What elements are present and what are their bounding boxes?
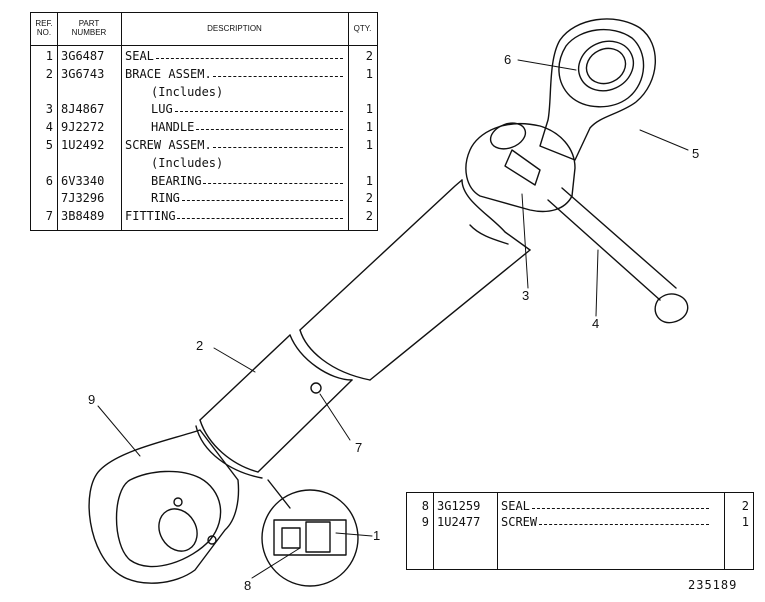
callout-6: 6: [504, 52, 512, 67]
figure-number: 235189: [688, 578, 738, 592]
row-qty: 1: [365, 66, 373, 81]
row-leader: [213, 147, 343, 148]
row-leader: [174, 111, 343, 113]
callout-3: 3: [522, 288, 530, 303]
row-ref-no: 4: [45, 120, 53, 135]
callout-4: 4: [592, 316, 600, 331]
row-leader: [155, 58, 343, 59]
row-description: SEAL: [125, 49, 154, 63]
row-qty: 2: [365, 191, 373, 206]
row-description: LUG: [151, 102, 173, 117]
row-description: (Includes): [151, 155, 224, 170]
row-description: SEAL: [501, 499, 530, 513]
row-part-number: 9J2272: [61, 120, 105, 135]
row-ref-no: 7: [45, 209, 53, 224]
row-part-number: 3B8489: [61, 209, 105, 224]
row-leader: [177, 218, 343, 220]
screw-rod-end-lower: [88, 429, 240, 584]
row-qty: 2: [365, 209, 373, 224]
row-qty: 1: [365, 173, 373, 188]
row-part-number: 3G1259: [437, 499, 481, 513]
row-leader: [539, 524, 709, 525]
row-ref-no: 9: [421, 515, 429, 529]
callout-5: 5: [692, 146, 700, 161]
row-part-number: 8J4867: [61, 102, 105, 117]
lug: [465, 122, 576, 213]
row-qty: 2: [741, 499, 749, 513]
row-part-number: 3G6743: [61, 66, 105, 81]
row-part-number: 7J3296: [61, 191, 105, 206]
brace-tube-lower: [195, 334, 353, 479]
bearing: [577, 40, 635, 92]
brace-tube-upper: [299, 179, 531, 381]
row-leader: [213, 75, 343, 77]
row-qty: 2: [365, 49, 373, 63]
callout-7: 7: [355, 440, 363, 455]
row-ref-no: 6: [45, 173, 53, 188]
screw-assembly-rod-end: [539, 18, 656, 161]
row-leader: [531, 508, 709, 509]
row-qty: 1: [365, 138, 373, 152]
seal-detail-inset: [261, 479, 359, 587]
header-description: DESCRIPTION: [207, 24, 262, 33]
row-description: HANDLE: [151, 120, 195, 135]
row-description: SCREW: [501, 515, 538, 529]
row-leader: [181, 200, 343, 202]
header-qty: QTY.: [353, 24, 372, 33]
leader-lines: [97, 59, 689, 579]
row-description: (Includes): [151, 84, 224, 99]
row-part-number: 1U2477: [437, 515, 481, 529]
row-part-number: 1U2492: [61, 138, 105, 152]
row-qty: 1: [365, 102, 373, 117]
row-ref-no: 5: [45, 138, 53, 152]
row-leader: [203, 182, 343, 184]
row-qty: 1: [365, 120, 373, 135]
callout-9: 9: [88, 392, 96, 407]
row-ref-no: 1: [45, 49, 53, 63]
row-part-number: 6V3340: [61, 173, 105, 188]
row-description: SCREW ASSEM.: [125, 138, 212, 152]
callout-8: 8: [244, 578, 252, 593]
header-ref-no: REF. NO.: [35, 19, 53, 37]
row-description: FITTING: [125, 209, 176, 224]
row-part-number: 3G6487: [61, 49, 105, 63]
callout-1: 1: [373, 528, 381, 543]
callout-2: 2: [196, 338, 204, 353]
row-ref-no: 2: [45, 66, 53, 81]
header-part-number: PART NUMBER: [71, 19, 107, 37]
fitting: [310, 382, 322, 394]
row-leader: [196, 129, 343, 131]
row-description: BRACE ASSEM.: [125, 66, 212, 81]
row-ref-no: 3: [45, 102, 53, 117]
row-description: RING: [151, 191, 180, 206]
row-qty: 1: [741, 515, 749, 529]
row-ref-no: 8: [421, 499, 429, 513]
row-description: BEARING: [151, 173, 202, 188]
handle: [547, 187, 689, 324]
supplement-parts-table: 8 3G1259 SEAL 2 9 1U2477 SCREW 1: [406, 492, 754, 570]
